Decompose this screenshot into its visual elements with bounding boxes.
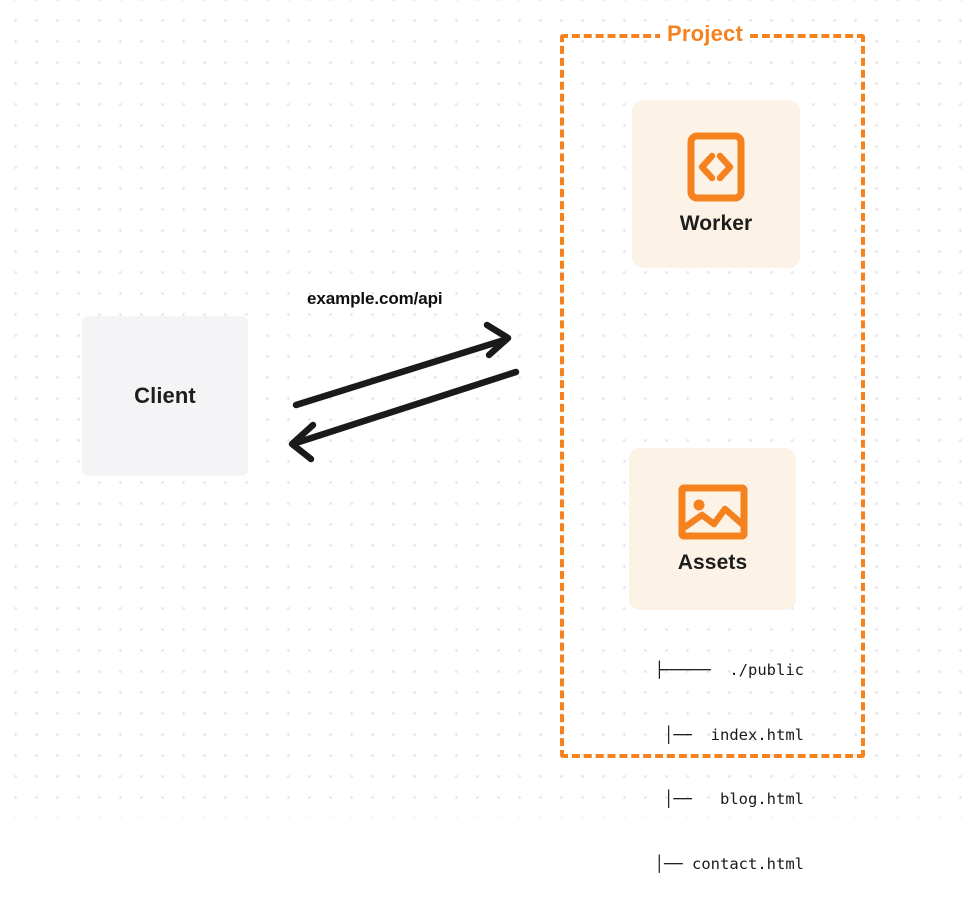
request-arrow (292, 321, 512, 409)
image-icon (678, 484, 747, 540)
assets-file-tree: ├───── ./public │── index.html │── blog.… (560, 617, 804, 918)
worker-label: Worker (679, 212, 753, 235)
diagram-canvas: Client example.com/api Project Worker (0, 0, 980, 873)
client-label: Client (134, 383, 196, 408)
assets-label: Assets (677, 551, 748, 574)
file-tree-row: │── contact.html (626, 854, 804, 873)
file-tree-row: │── index.html (636, 725, 804, 744)
file-tree-row: ├───── ./public (654, 661, 804, 679)
response-arrow (288, 368, 520, 463)
project-title: Project (660, 21, 750, 47)
file-tree-row: │── blog.html (636, 790, 804, 808)
worker-card[interactable]: Worker (632, 100, 800, 268)
code-brackets-icon (687, 132, 745, 202)
client-node[interactable]: Client (82, 316, 248, 476)
connection-label: example.com/api (307, 289, 443, 308)
assets-card[interactable]: Assets (629, 448, 796, 610)
